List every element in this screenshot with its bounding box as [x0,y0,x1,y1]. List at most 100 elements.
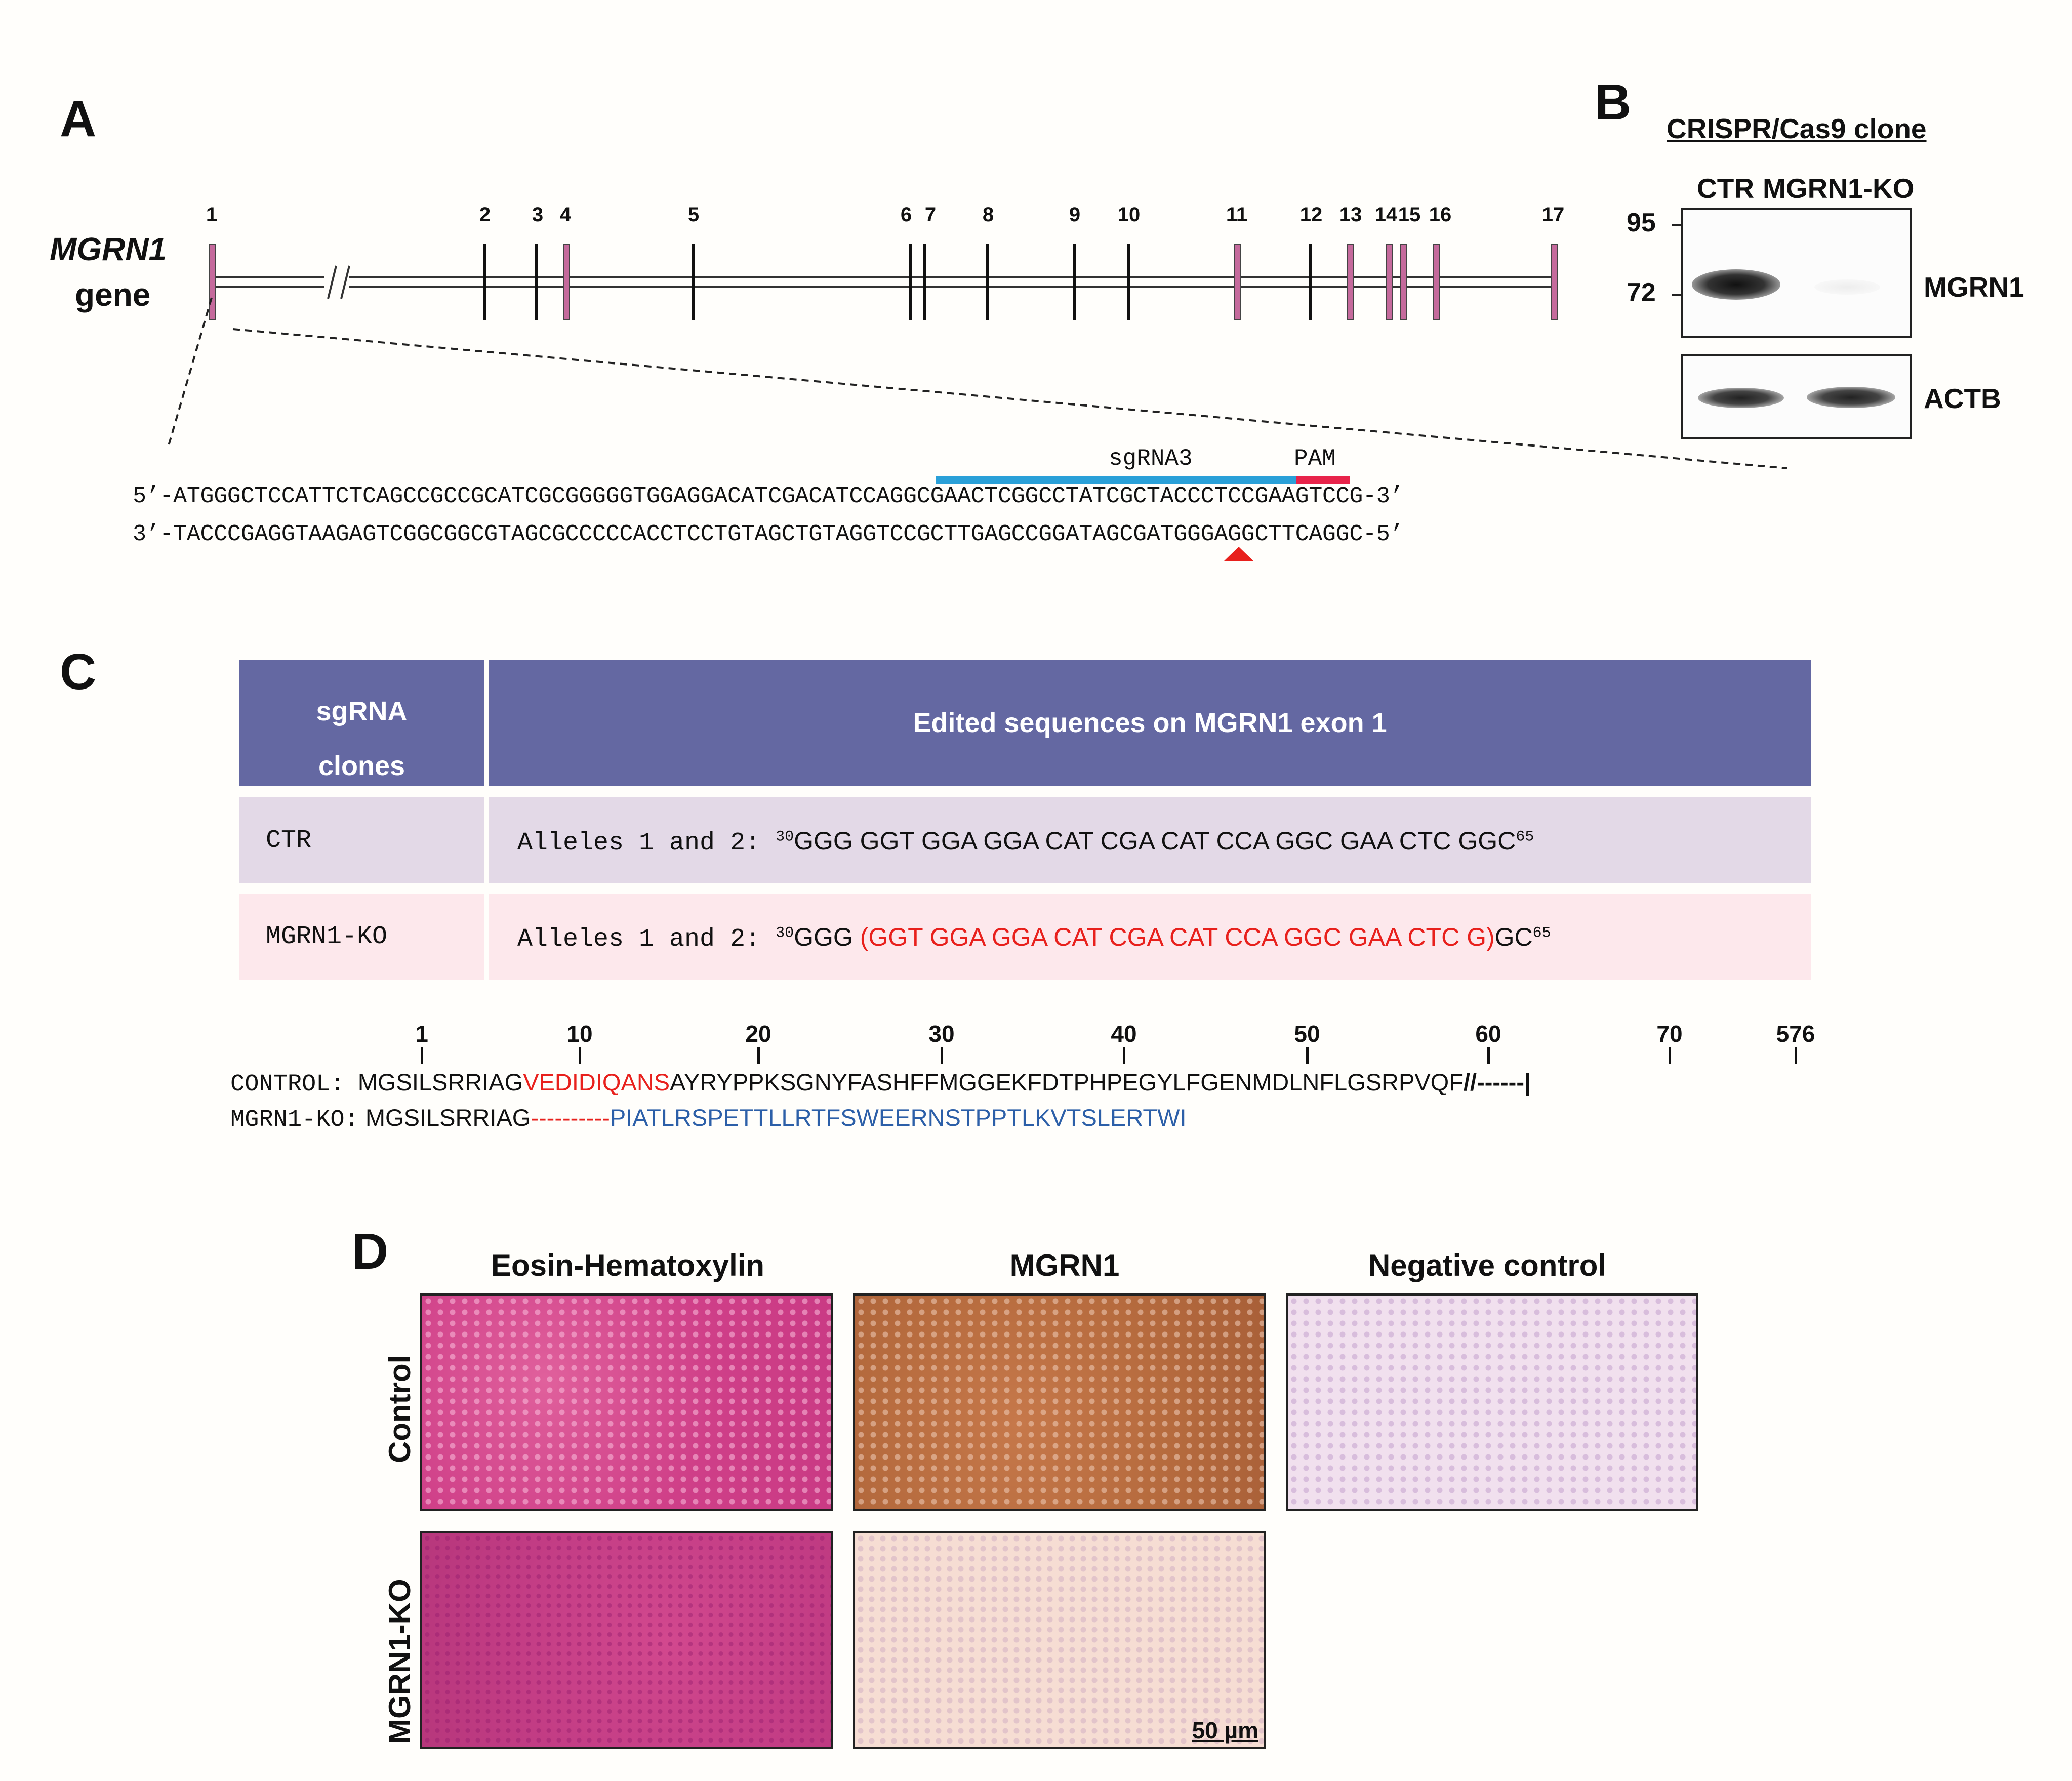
exon-11-mark [1234,244,1241,320]
exon-1-number: 1 [206,204,218,226]
header-sequences-text: Edited sequences on MGRN1 exon 1 [913,708,1387,738]
exon-13-mark [1347,244,1354,320]
exon-5-number: 5 [687,204,700,226]
protein-ko-frameshift: PIATLRSPETTLLRTFSWEERNSTPPTLKVTSLERTWI [610,1104,1187,1131]
protein-pos-tick [1306,1047,1309,1064]
exon-8-mark [986,244,989,320]
protein-pos-1: 1 [415,1021,428,1047]
marker-95-tick [1672,224,1681,226]
exon-8-number: 8 [982,204,994,226]
protein-pos-50: 50 [1294,1021,1320,1047]
protein-ko-line: MGRN1-KO: MGSILSRRIAG----------PIATLRSPE… [230,1104,1187,1134]
row-ko-deletion: (GGT GGA GGA CAT CGA CAT CCA GGC GAA CTC… [860,923,1495,951]
protein-pos-tick [579,1047,581,1064]
label-actb: ACTB [1924,383,2001,414]
exon-5-mark [692,244,695,320]
exon-7-mark [923,244,926,320]
exon-15-mark [1400,244,1407,320]
exon-15-number: 15 [1398,204,1421,226]
protein-pos-tick [1123,1047,1125,1064]
exon-16-number: 16 [1429,204,1452,226]
protein-control-deleted: VEDIDIQANS [523,1069,670,1096]
row-ko-start: 30 [776,924,794,942]
exon-16-mark [1433,244,1440,320]
table-header-sequences: Edited sequences on MGRN1 exon 1 [489,660,1811,786]
row-ko-seq-pre: GGG [794,923,860,951]
exon-6-number: 6 [900,204,912,226]
exon-12-number: 12 [1299,204,1323,226]
protein-control-label: CONTROL: [230,1071,345,1098]
marker-95: 95 [1627,208,1656,237]
protein-pos-576: 576 [1776,1021,1815,1047]
row-ko-sequence: Alleles 1 and 2: 30GGG (GGT GGA GGA CAT … [517,922,1551,954]
exon-6-mark [909,244,912,320]
dna-top-strand: 5’-ATGGGCTCCATTCTCAGCCGCCGCATCGCGGGGGTGG… [133,483,1404,509]
row-ko-clone: MGRN1-KO [266,922,388,951]
protein-pos-40: 40 [1111,1021,1137,1047]
row-ctr-label: Alleles 1 and 2: [517,829,761,858]
protein-pos-20: 20 [745,1021,771,1047]
exon-14-mark [1386,244,1393,320]
cut-site-marker [1224,547,1253,561]
marker-72-tick [1672,294,1681,296]
row-ctr-clone: CTR [266,826,312,855]
seq-top-pam: CGG [998,483,1039,509]
table-header-clones: sgRNA clones [239,660,484,786]
panel-c-letter: C [60,643,97,700]
col-header-negative: Negative control [1368,1248,1607,1282]
row-ctr-start: 30 [776,828,794,846]
gene-name: MGRN1 [50,231,167,267]
exon-10-number: 10 [1117,204,1141,226]
exon-3-number: 3 [532,204,544,226]
marker-72: 72 [1627,278,1656,307]
protein-control-line: CONTROL: MGSILSRRIAGVEDIDIQANSAYRYPPKSGN… [230,1068,1531,1098]
row-ko-end: 65 [1532,924,1551,942]
exon-11-number: 11 [1226,204,1248,226]
protein-pos-tick [941,1047,943,1064]
exon-9-number: 9 [1069,204,1081,226]
exon-2-mark [483,244,486,320]
protein-pos-tick [1795,1047,1797,1064]
exon-2-number: 2 [479,204,491,226]
blot-mgrn1 [1681,208,1912,338]
gene-diagram [168,244,1787,561]
band-mgrn1-ctr [1692,269,1780,300]
panel-b-letter: B [1595,74,1632,131]
protein-control-pre: MGSILSRRIAG [357,1069,523,1096]
row-ctr-seq: GGG GGT GGA GGA CAT CGA CAT CCA GGC GAA … [794,827,1516,855]
dna-bottom-strand: 3’-TACCCGAGGTAAGAGTCGGCGGCGTAGCGCCCCCACC… [133,521,1404,547]
protein-control-tail: //------| [1463,1069,1531,1096]
protein-ko-pre: MGSILSRRIAG [365,1104,531,1131]
lane-ctr: CTR [1697,173,1755,204]
image-control-mgrn1 [853,1293,1266,1511]
protein-pos-tick [757,1047,760,1064]
row-ctr-end: 65 [1516,828,1534,846]
exon-14-number: 14 [1374,204,1398,226]
sgrna-label: sgRNA3 [1109,446,1193,472]
exon-marks [209,244,1558,320]
exon-10-mark [1127,244,1130,320]
band-actb-ctr [1698,388,1784,408]
row-ctr-clone-cell [239,797,484,883]
zoom-line-right [232,328,1787,469]
image-ko-he [420,1531,833,1749]
row-ko-clone-cell [239,894,484,980]
label-mgrn1: MGRN1 [1924,271,2024,303]
protein-pos-tick [1487,1047,1490,1064]
exon-12-mark [1309,244,1312,320]
protein-pos-60: 60 [1475,1021,1501,1047]
protein-ko-deletion: ---------- [531,1104,610,1131]
protein-pos-30: 30 [928,1021,955,1047]
lane-ko: MGRN1-KO [1763,173,1915,204]
protein-control-post: AYRYPPKSGNYFASHFFMGGEKFDTPHPEGYLFGENMDLN… [670,1069,1464,1096]
row-ctr-seq-cell [489,797,1811,883]
sgrna-bar [936,476,1296,484]
row-ko-seq-cell [489,894,1811,980]
image-control-he [420,1293,833,1511]
seq-top-prefix: 5’-ATGGGCTCCATTCTCAGCCGCCGCATCGCGGGGGTGG… [133,483,727,509]
row-ctr-sequence: Alleles 1 and 2: 30GGG GGT GGA GGA CAT C… [517,826,1534,858]
row-ko-seq-post: GC [1494,923,1533,951]
row-ko-label: Alleles 1 and 2: [517,925,761,954]
blot-title: CRISPR/Cas9 clone [1667,113,1927,144]
